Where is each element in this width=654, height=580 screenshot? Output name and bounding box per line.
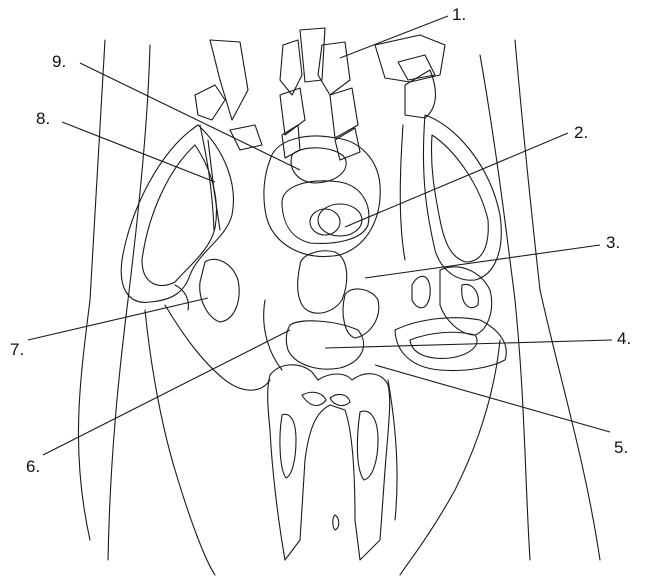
left-small-bone — [175, 259, 239, 322]
label-1: 1. — [452, 5, 466, 24]
upper-joints — [195, 35, 445, 150]
label-5: 5. — [614, 438, 628, 457]
leader-7 — [28, 298, 208, 340]
femurs — [145, 305, 500, 575]
label-8: 8. — [36, 109, 50, 128]
leader-3 — [365, 245, 600, 278]
right-side-structures — [395, 267, 506, 371]
label-3: 3. — [606, 233, 620, 252]
leader-lines — [28, 16, 612, 455]
leader-8 — [62, 122, 215, 182]
body-contours — [78, 40, 600, 560]
label-2: 2. — [574, 123, 588, 142]
label-4: 4. — [617, 329, 631, 348]
leader-9 — [80, 63, 300, 170]
leader-2 — [345, 133, 568, 227]
label-9: 9. — [52, 52, 66, 71]
label-7: 7. — [10, 340, 24, 359]
leader-1 — [340, 16, 448, 58]
leader-5 — [375, 365, 610, 432]
leader-4 — [325, 340, 612, 348]
label-6: 6. — [26, 457, 40, 476]
